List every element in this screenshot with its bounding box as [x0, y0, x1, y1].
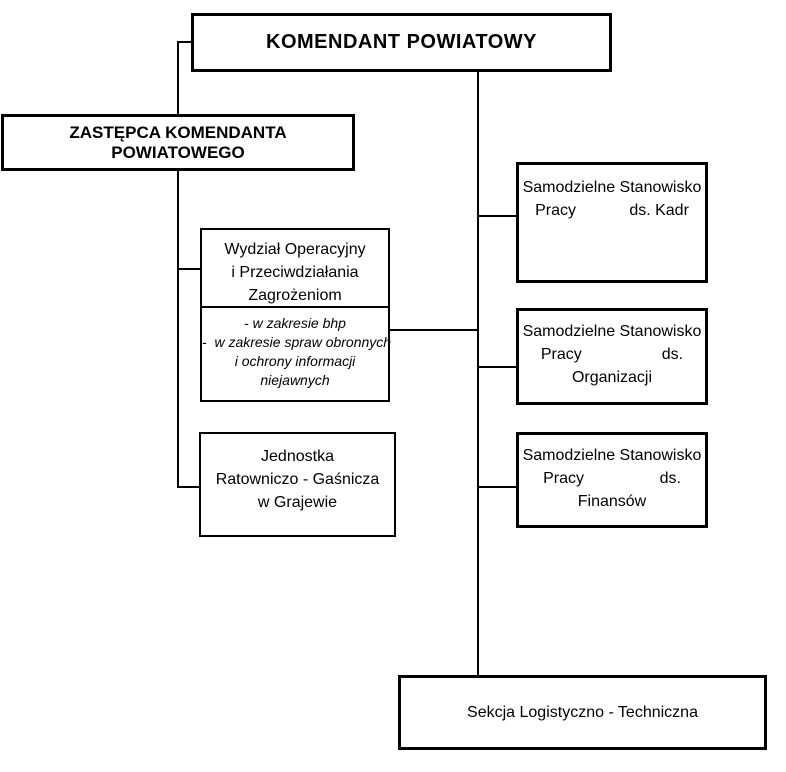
finanse-line-3: Finansów	[577, 493, 647, 510]
jednostka-line-3: w Grajewie	[257, 494, 338, 511]
organizacja-line-3: Organizacji	[571, 369, 653, 386]
wydzial-line-2: i Przeciwdziałania	[231, 264, 359, 281]
wydzial-line-3: Zagrożeniom	[248, 287, 342, 304]
box-wydzial-operacyjny: Wydział Operacyjny i Przeciwdziałania Za…	[200, 228, 392, 402]
box-komendant-powiatowy: KOMENDANT POWIATOWY	[191, 13, 612, 72]
box-zastepca-komendanta: ZASTĘPCA KOMENDANTA POWIATOWEGO	[1, 114, 355, 171]
box-stanowisko-organizacji: Samodzielne Stanowisko Pracy ds. Organiz…	[516, 308, 708, 405]
connector-komendant-left	[177, 41, 191, 43]
connector-finanse-branch	[477, 486, 516, 488]
box-jednostka-ratowniczo-gasnicza: Jednostka Ratowniczo - Gaśnicza w Grajew…	[199, 432, 396, 537]
finanse-line-2: Pracy ds.	[543, 470, 681, 487]
box-stanowisko-finansow: Samodzielne Stanowisko Pracy ds. Finansó…	[516, 432, 708, 528]
connector-wydzial-right-branch	[390, 329, 477, 331]
wydzial-note-4: niejawnych	[260, 372, 330, 388]
box-komendant-powiatowy-label: KOMENDANT POWIATOWY	[266, 31, 537, 53]
box-wydzial-operacyjny-title: Wydział Operacyjny i Przeciwdziałania Za…	[202, 230, 388, 308]
box-wydzial-operacyjny-notes: - w zakresie bhp - w zakresie spraw obro…	[202, 308, 392, 390]
wydzial-line-1: Wydział Operacyjny	[224, 241, 366, 258]
finanse-line-1: Samodzielne Stanowisko	[522, 447, 702, 464]
box-zastepca-komendanta-label: ZASTĘPCA KOMENDANTA POWIATOWEGO	[69, 122, 287, 162]
wydzial-note-1: - w zakresie bhp	[244, 315, 346, 331]
connector-right-spine	[477, 71, 479, 676]
wydzial-note-3: i ochrony informacji	[234, 353, 356, 369]
connector-organizacja-branch	[477, 366, 516, 368]
connector-wydzial-left-branch	[177, 268, 200, 270]
box-sekcja-label: Sekcja Logistyczno - Techniczna	[467, 703, 698, 721]
kadry-line-2: Pracy ds. Kadr	[535, 202, 689, 219]
jednostka-line-1: Jednostka	[261, 448, 334, 465]
box-stanowisko-kadr: Samodzielne Stanowisko Pracy ds. Kadr	[516, 162, 708, 283]
jednostka-line-2: Ratowniczo - Gaśnicza	[215, 471, 380, 488]
organizacja-line-1: Samodzielne Stanowisko	[522, 323, 702, 340]
organizacja-line-2: Pracy ds.	[540, 346, 684, 363]
wydzial-note-2: - w zakresie spraw obronnych	[202, 334, 392, 350]
connector-left-spine	[177, 41, 179, 488]
kadry-line-1: Samodzielne Stanowisko	[522, 179, 702, 196]
connector-kadry-branch	[477, 215, 516, 217]
box-sekcja-logistyczno-techniczna: Sekcja Logistyczno - Techniczna	[398, 675, 767, 750]
connector-jednostka-branch	[177, 486, 199, 488]
